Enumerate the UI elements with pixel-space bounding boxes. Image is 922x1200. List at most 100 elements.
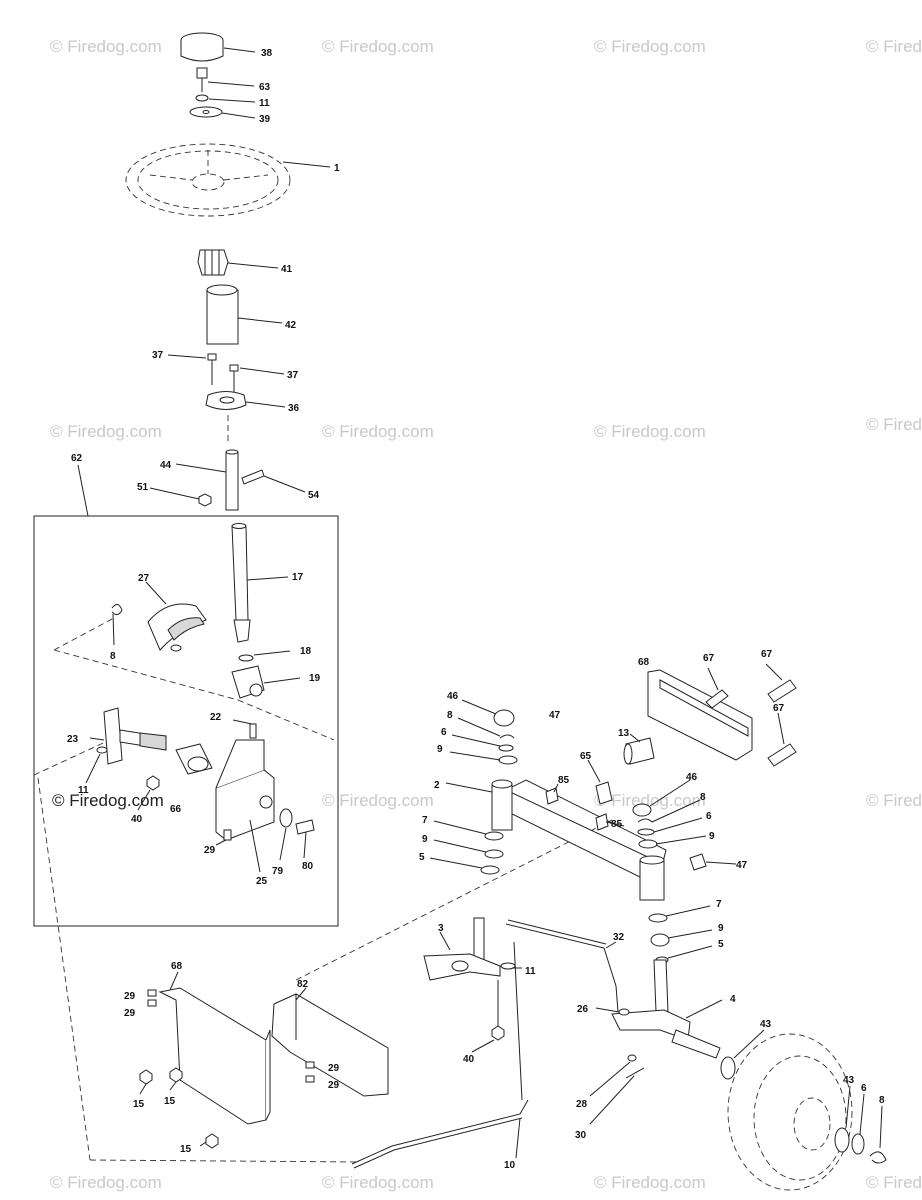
callout-label: 3 <box>438 923 444 934</box>
callout-label: 80 <box>302 861 314 872</box>
watermark: © Firedog.com <box>322 422 434 441</box>
callout-label: 62 <box>71 453 83 464</box>
callout-label: 8 <box>110 651 116 662</box>
callout-label: 10 <box>504 1160 516 1171</box>
callout-label: 51 <box>137 482 149 493</box>
inset-watermark: © Firedog.com <box>52 791 164 810</box>
watermark: © Firedog.com <box>866 791 922 810</box>
callout-label: 40 <box>131 814 143 825</box>
callout-label: 7 <box>422 815 428 826</box>
watermark-layer: © Firedog.com © Firedog.com © Firedog.co… <box>50 37 922 1192</box>
callout-label: 15 <box>133 1099 145 1110</box>
shaft-part <box>225 451 239 511</box>
watermark: © Firedog.com <box>50 37 162 56</box>
callout-label: 82 <box>297 979 309 990</box>
watermark: © Firedog.com <box>322 37 434 56</box>
callout-label: 29 <box>328 1080 340 1091</box>
callout-label: 28 <box>576 1099 588 1110</box>
callout-label: 47 <box>549 710 561 721</box>
left-mount-plate <box>158 987 267 1125</box>
callout-label: 29 <box>328 1063 340 1074</box>
callout-label: 67 <box>703 653 715 664</box>
front-wheel-part <box>727 1033 853 1191</box>
callout-label: 27 <box>138 573 150 584</box>
mounting-plates <box>139 971 389 1149</box>
callout-label: 47 <box>736 860 748 871</box>
callout-label: 85 <box>611 819 623 830</box>
callout-label: 5 <box>419 852 425 863</box>
steering-shaft-part <box>231 525 249 621</box>
callout-label: 36 <box>288 403 300 414</box>
callout-label: 68 <box>638 657 650 668</box>
callout-label: 67 <box>761 649 773 660</box>
callout-label: 85 <box>558 775 570 786</box>
callout-label: 68 <box>171 961 183 972</box>
callout-label: 54 <box>308 490 320 501</box>
callout-label: 44 <box>160 460 172 471</box>
watermark: © Firedog.com <box>322 1173 434 1192</box>
callout-label: 46 <box>686 772 698 783</box>
callout-label: 15 <box>164 1096 176 1107</box>
bolt-part <box>196 67 208 79</box>
callout-label: 9 <box>437 744 443 755</box>
callout-label: 8 <box>879 1095 885 1106</box>
callout-label: 11 <box>525 966 536 977</box>
callout-label: 11 <box>259 98 270 109</box>
watermark: © Firedog.com <box>866 415 922 434</box>
gear-inset: © Firedog.com <box>33 464 339 927</box>
callout-label: 8 <box>700 792 706 803</box>
watermark: © Firedog.com <box>322 791 434 810</box>
callout-label: 65 <box>580 751 592 762</box>
callout-label: 30 <box>575 1130 587 1141</box>
adapter-part <box>197 249 229 276</box>
callout-label: 22 <box>210 712 222 723</box>
callout-label: 19 <box>309 673 321 684</box>
callout-label: 43 <box>843 1075 855 1086</box>
callout-label: 4 <box>730 994 736 1005</box>
callout-labels: 38 63 11 39 1 41 42 37 37 36 62 44 51 54… <box>67 48 885 1171</box>
callout-label: 8 <box>447 710 453 721</box>
callout-label: 37 <box>152 350 164 361</box>
watermark: © Firedog.com <box>594 422 706 441</box>
callout-label: 41 <box>281 264 293 275</box>
watermark: © Firedog.com <box>594 791 706 810</box>
callout-label: 43 <box>760 1019 772 1030</box>
callout-label: 66 <box>170 804 182 815</box>
callout-label: 15 <box>180 1144 192 1155</box>
watermark: © Firedog.com <box>594 1173 706 1192</box>
callout-label: 6 <box>706 811 712 822</box>
callout-label: 25 <box>256 876 268 887</box>
callout-label: 40 <box>463 1054 475 1065</box>
callout-label: 9 <box>422 834 428 845</box>
callout-label: 1 <box>334 163 340 174</box>
watermark: © Firedog.com <box>50 422 162 441</box>
callout-label: 29 <box>124 1008 136 1019</box>
callout-label: 79 <box>272 866 284 877</box>
callout-label: 39 <box>259 114 271 125</box>
arm-plate-part <box>103 707 123 765</box>
callout-label: 26 <box>577 1004 589 1015</box>
watermark: © Firedog.com <box>866 37 922 56</box>
callout-label: 29 <box>124 991 136 1002</box>
callout-label: 6 <box>441 727 447 738</box>
callout-label: 17 <box>292 572 304 583</box>
callout-label: 63 <box>259 82 271 93</box>
steering-wheel-part <box>125 143 291 217</box>
callout-label: 2 <box>434 780 440 791</box>
callout-label: 23 <box>67 734 79 745</box>
center-mount-plate <box>271 993 389 1097</box>
callout-label: 9 <box>718 923 724 934</box>
callout-label: 42 <box>285 320 297 331</box>
watermark: © Firedog.com <box>866 1173 922 1192</box>
callout-label: 46 <box>447 691 459 702</box>
watermark: © Firedog.com <box>594 37 706 56</box>
callout-label: 29 <box>204 845 216 856</box>
callout-label: 38 <box>261 48 273 59</box>
callout-label: 9 <box>709 831 715 842</box>
front-axle-assembly <box>351 663 887 1191</box>
callout-label: 6 <box>861 1083 867 1094</box>
steering-wheel-assembly <box>125 32 331 511</box>
callout-label: 13 <box>618 728 630 739</box>
sleeve-part <box>206 289 239 345</box>
inset-frame <box>33 515 339 927</box>
